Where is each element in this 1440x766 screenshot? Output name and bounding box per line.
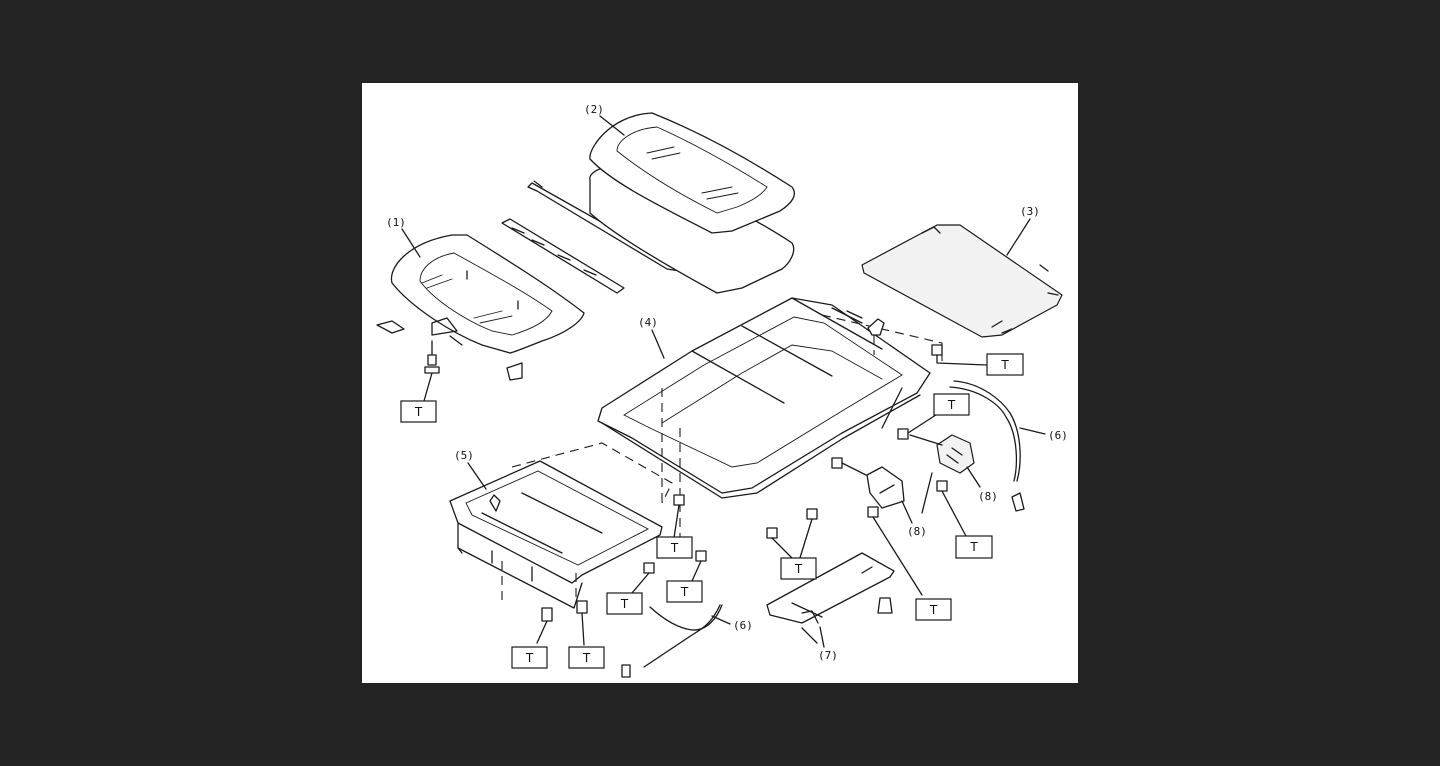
- svg-text:T: T: [929, 603, 938, 617]
- part-8-bracket-right: [936, 434, 975, 474]
- sunroof-exploded-diagram: (1) (2) (3) (4) (5) (6) (6) (7) (8) (8) …: [376, 103, 1068, 678]
- svg-text:T: T: [414, 405, 423, 419]
- torque-mark-t-frame-3: T: [606, 592, 643, 615]
- clip-top: [867, 318, 885, 355]
- svg-text:T: T: [969, 540, 978, 554]
- weatherstrip-front: [501, 218, 625, 294]
- part-3-sunshade: [861, 224, 1063, 338]
- callout-4: (4): [638, 316, 658, 329]
- drain-hose-right: [949, 380, 1025, 512]
- torque-mark-t-rear-1: T: [511, 646, 548, 669]
- torque-mark-t-center: T: [780, 557, 817, 580]
- callout-3: (3): [1020, 205, 1040, 218]
- svg-text:T: T: [620, 597, 629, 611]
- callout-7: (7): [818, 649, 838, 662]
- torque-mark-t-rear-2: T: [568, 646, 605, 669]
- svg-text:T: T: [582, 651, 591, 665]
- callout-6-left: (6): [733, 619, 753, 632]
- torque-mark-t-frame-2: T: [666, 580, 703, 603]
- torque-mark-t-part1: T: [400, 400, 437, 423]
- callout-6-right: (6): [1048, 429, 1068, 442]
- part-5-rear-frame: [449, 442, 673, 609]
- callout-2: (2): [584, 103, 604, 116]
- bolt-part-1: [423, 340, 440, 402]
- callout-5: (5): [454, 449, 474, 462]
- svg-text:T: T: [947, 398, 956, 412]
- svg-text:T: T: [1000, 358, 1009, 372]
- torque-mark-t-upper-right: T: [933, 393, 970, 416]
- drain-hose-left: [621, 604, 723, 678]
- part-4-main-frame: [597, 297, 943, 543]
- part-2-rear-glass: [589, 112, 795, 294]
- svg-text:T: T: [525, 651, 534, 665]
- callout-8-left: (8): [907, 525, 927, 538]
- torque-mark-t-part3: T: [986, 353, 1024, 376]
- callout-8-right: (8): [978, 490, 998, 503]
- diagram-sheet: (1) (2) (3) (4) (5) (6) (6) (7) (8) (8) …: [362, 83, 1078, 683]
- torque-mark-t-bracket: T: [915, 598, 952, 621]
- fasteners: [536, 344, 988, 646]
- part-8-bracket-left: [866, 466, 905, 509]
- svg-text:T: T: [670, 541, 679, 555]
- part-1-front-glass-panel: [376, 234, 585, 381]
- callout-1: (1): [386, 216, 406, 229]
- torque-mark-t-part8: T: [955, 535, 993, 559]
- svg-text:T: T: [680, 585, 689, 599]
- svg-text:T: T: [794, 562, 803, 576]
- torque-mark-t-frame-1: T: [656, 536, 693, 559]
